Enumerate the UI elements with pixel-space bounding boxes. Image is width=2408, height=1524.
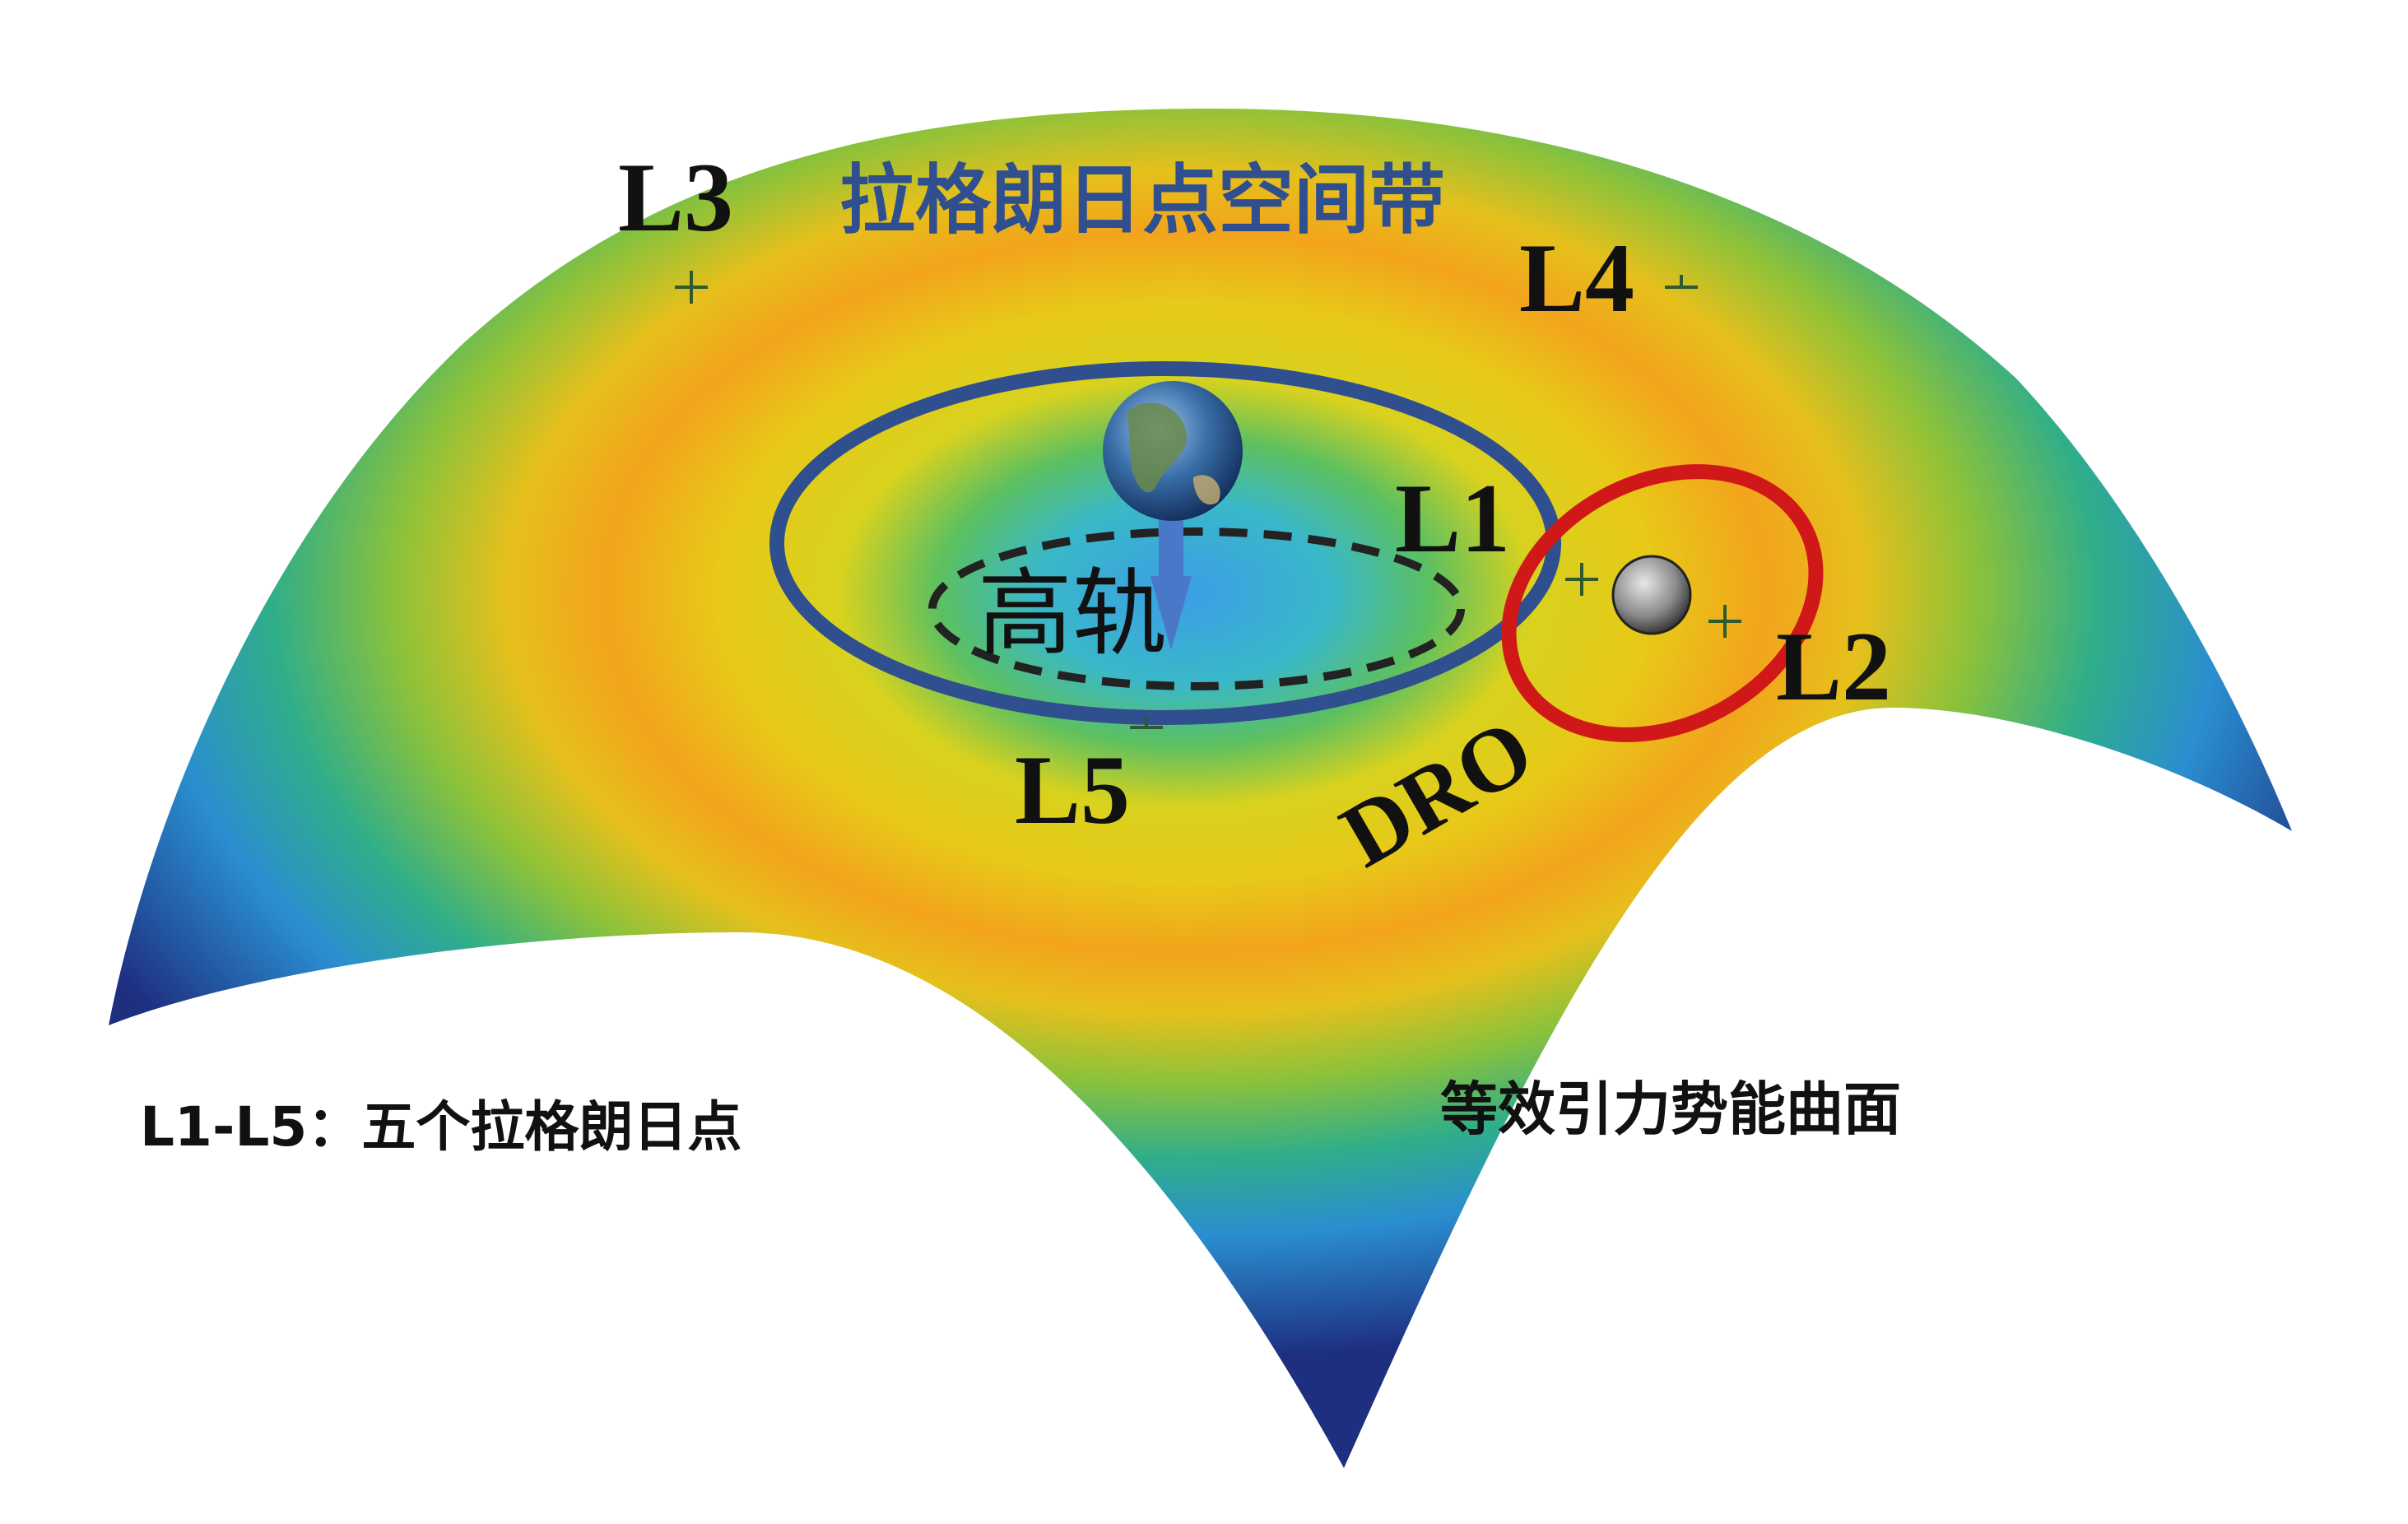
arrow-head (1151, 576, 1192, 650)
label-l5: L5 (1015, 735, 1130, 844)
label-l2: L2 (1776, 611, 1891, 721)
caption-points-legend: L1-L5：五个拉格朗日点 (140, 1095, 741, 1159)
cross-marker-icon (675, 271, 1741, 729)
diagram-title: 拉格朗日点空间带 (839, 156, 1445, 244)
earth-icon (1103, 381, 1243, 521)
caption-surface-label: 等效引力势能曲面 (1440, 1076, 1901, 1143)
dro-ring (1501, 464, 1824, 742)
label-high-orbit: 高轨 (978, 559, 1167, 669)
label-l1: L1 (1395, 463, 1510, 573)
label-l4: L4 (1519, 223, 1634, 332)
potential-surface (109, 109, 2292, 1468)
moon-icon (1611, 555, 1692, 635)
high-orbit-dashed-ring (928, 527, 1465, 690)
label-l3: L3 (618, 142, 733, 252)
